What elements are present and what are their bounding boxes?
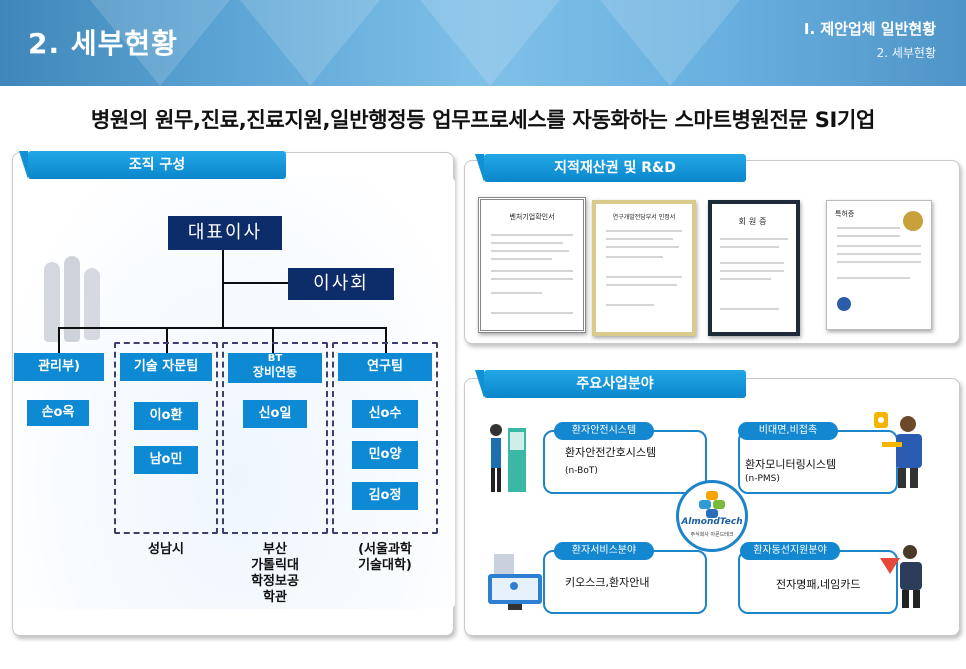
member-box: 신o수 [352,400,418,428]
certificate-rnd: 연구개발전담부서 인정서 [592,200,696,336]
header-decoration [420,0,560,86]
tech-team-group [114,342,218,534]
header-decoration [600,0,740,86]
member-box: 손o옥 [27,400,89,426]
dept-research: 연구팀 [338,353,432,381]
org-tab: 조직 구성 [19,151,286,179]
page-header: 2. 세부현황 Ⅰ. 제안업체 일반현황 2. 세부현황 [0,0,966,86]
dept-bt: BT 장비연동 [228,353,322,383]
logo-mark-icon [699,491,725,518]
certificate-membership: 회원증 [708,200,800,336]
logo-subtext: 주식회사 아몬드테크 [690,532,734,538]
member-box: 남o민 [134,446,198,474]
member-box: 민o양 [352,441,418,469]
certificate-patent: 특허증 [826,200,932,330]
business-area-tag: 비대면,비접촉 [738,422,838,440]
org-line [58,327,60,353]
pc-service-icon [488,554,542,610]
business-area-title: 전자명패,네임카드 [776,578,861,591]
research-team-group [332,342,438,534]
business-area-box [543,550,707,614]
cert-title: 특허증 [835,210,855,218]
board-box: 이사회 [288,268,394,300]
org-line [272,327,274,353]
business-area-tag: 환자안전시스템 [554,422,654,440]
page-subtitle: 병원의 원무,진료,진료지원,일반행정등 업무프로세스를 자동화하는 스마트병원… [90,108,876,132]
people-silhouette-icon [84,268,100,340]
business-area-box [738,550,898,614]
business-tab: 주요사업분야 [475,370,746,398]
cert-title: 회원증 [738,217,770,226]
people-silhouette-icon [64,256,80,342]
org-line [222,282,288,284]
member-box: 김o정 [352,482,418,510]
business-area-sub: (n-BoT) [565,466,598,476]
logo-text: AlmondTech [681,517,743,527]
person-key-icon [874,412,922,488]
org-line [166,327,168,353]
member-box: 이o환 [134,402,198,430]
cert-title: 벤처기업확인서 [509,213,555,221]
dept-bt-line1: BT [267,353,283,364]
business-area-title: 환자모니터링시스템 [745,458,837,471]
ip-tab: 지적재산권 및 R&D [475,154,746,182]
section-title: Ⅰ. 제안업체 일반현황 [803,20,936,38]
business-area-tag: 환자동선지원분야 [740,542,840,560]
location-label: 성남시 [148,542,184,557]
presenter-icon [880,545,922,608]
org-line [58,327,386,329]
subsection-title: 2. 세부현황 [876,46,936,60]
member-box: 신o일 [243,400,307,428]
dept-tech-advisory: 기술 자문팀 [120,353,212,381]
cert-title: 연구개발전담부서 인정서 [612,214,676,221]
page-title: 2. 세부현황 [28,27,178,60]
business-area-tag: 환자서비스분야 [554,542,654,560]
header-decoration [90,0,230,86]
location-label: (서울과학 기술대학) [358,542,412,573]
company-logo: AlmondTech 주식회사 아몬드테크 [676,480,748,552]
kiosk-icon [490,424,526,492]
bt-team-group [222,342,328,534]
business-area-title: 키오스크,환자안내 [565,576,650,589]
header-decoration [240,0,380,86]
dept-admin: 관리부) [14,353,104,381]
ceo-box: 대표이사 [168,216,282,250]
org-line [385,327,387,353]
location-label: 부산 가톨릭대 학정보공 학관 [251,542,299,605]
org-line [222,248,224,328]
dept-bt-line2: 장비연동 [252,365,298,379]
people-silhouette-icon [44,262,60,342]
certificate-venture: 벤처기업확인서 [478,197,586,333]
business-area-title: 환자안전간호시스템 [565,446,657,459]
business-area-sub: (n-PMS) [745,474,780,484]
